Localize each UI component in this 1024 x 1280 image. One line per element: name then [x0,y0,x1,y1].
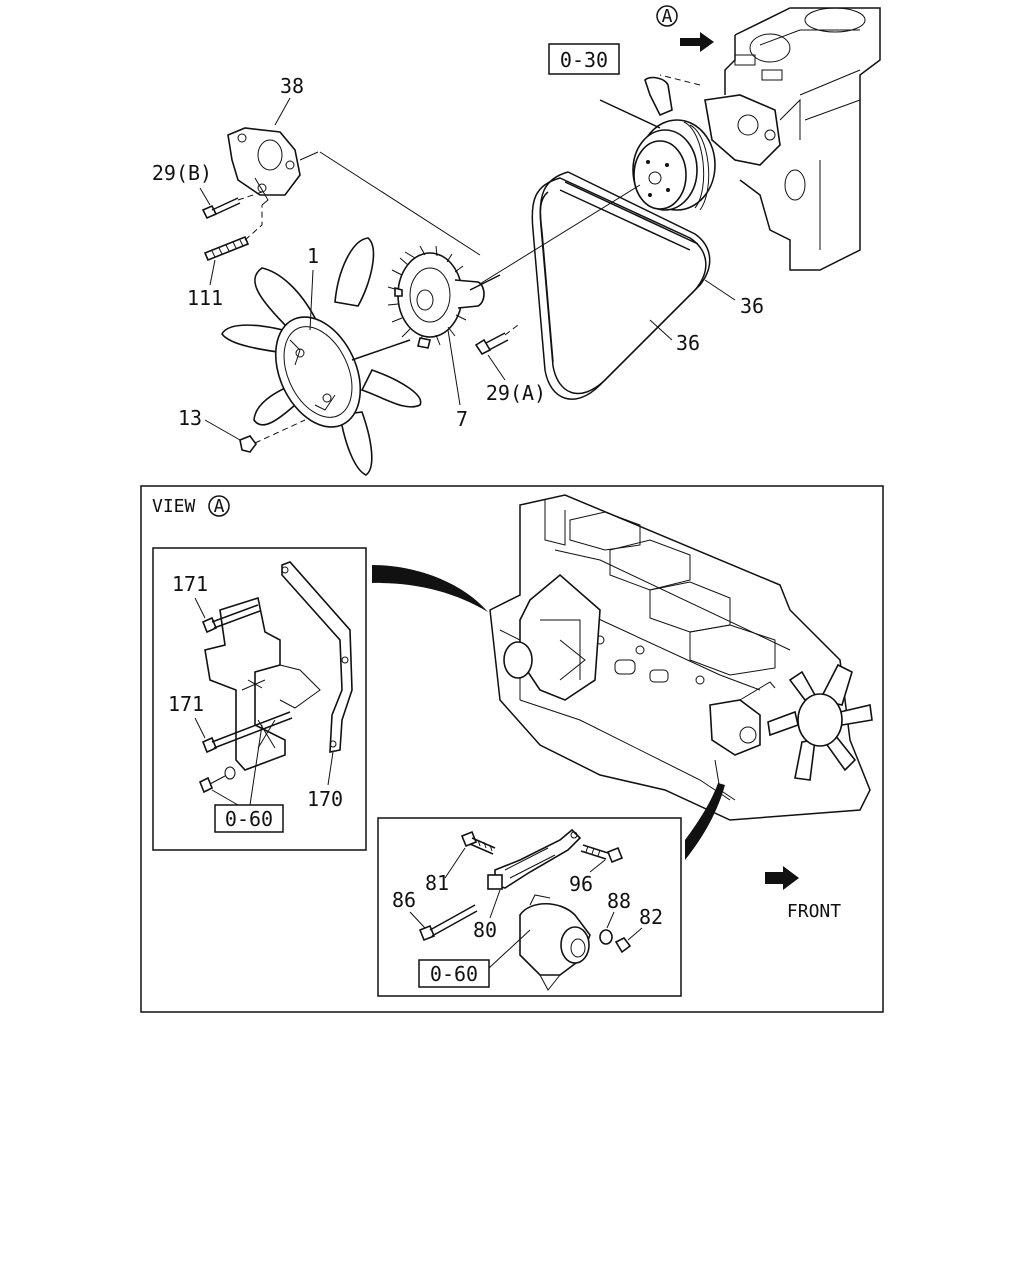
callout-36-lower: 36 [676,331,700,355]
callout-171-lower: 171 [168,692,204,716]
view-marker-letter: A [662,6,673,27]
view-title: VIEW [152,496,196,517]
ref-box-0-30: 0-30 [548,43,620,75]
callout-80: 80 [473,918,497,942]
ref-code-label: 0-30 [560,48,608,72]
cooling-fan [221,237,422,476]
leader-swoosh-right [685,783,725,860]
callout-38: 38 [280,74,304,98]
stud-111 [203,205,263,262]
callout-86: 86 [392,888,416,912]
callout-88: 88 [607,889,631,913]
callout-96: 96 [569,872,593,896]
callout-170: 170 [307,787,343,811]
engine-perspective [489,494,873,821]
engine-block [724,7,881,271]
callout-111: 111 [187,286,223,310]
v-belts [531,171,711,400]
right-inset-ref-code: 0-60 [430,962,478,986]
view-direction-arrow-icon [680,32,714,52]
callout-81: 81 [425,871,449,895]
engine-fan-small [767,663,873,781]
callout-29b: 29(B) [152,161,212,185]
bolt-29b [201,191,263,220]
callout-29a: 29(A) [486,381,546,405]
water-pump-pulley [599,74,781,211]
bolt-29a [474,324,519,356]
callout-82: 82 [639,905,663,929]
front-label: FRONT [787,901,841,922]
callout-1: 1 [307,244,319,268]
callout-7: 7 [456,407,468,431]
callout-171-upper: 171 [172,572,208,596]
top-exploded-view: A 0-30 [152,5,881,476]
left-inset: 171 171 170 0-60 [152,547,367,851]
front-indicator: FRONT [765,866,841,922]
view-title-marker: A [214,496,225,517]
callout-13: 13 [178,406,202,430]
view-a-marker-top: A [656,5,714,52]
callout-36-upper: 36 [740,294,764,318]
nut-13 [239,419,306,453]
left-inset-ref-code: 0-60 [225,807,273,831]
right-inset: 81 96 86 88 82 80 0-60 [377,817,682,997]
leader-swoosh-left [372,565,488,612]
fan-clutch [387,245,501,349]
front-arrow-icon [765,866,799,890]
view-a-panel: VIEW A [140,485,884,1013]
fan-pulley-bracket [227,127,319,206]
